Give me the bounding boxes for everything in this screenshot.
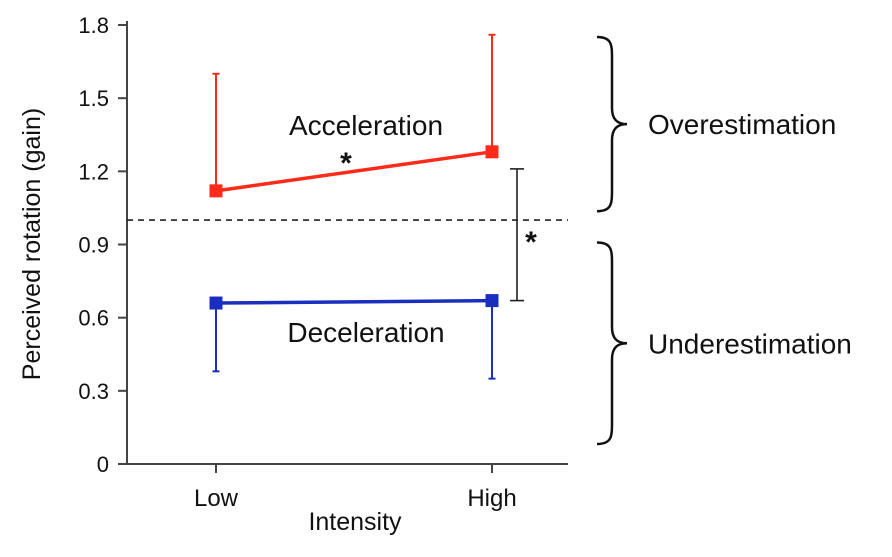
y-tick-label: 0.6	[78, 306, 109, 331]
y-tick-label: 1.8	[78, 13, 109, 38]
underestimation-brace	[596, 241, 628, 446]
x-tick-label: High	[467, 485, 516, 512]
y-tick-label: 1.2	[78, 159, 109, 184]
series-deceleration: Deceleration	[209, 294, 499, 380]
overestimation-label: Overestimation	[648, 109, 836, 140]
y-tick-label: 0.3	[78, 379, 109, 404]
data-point	[485, 145, 499, 159]
series-line	[215, 298, 493, 305]
y-tick-label: 1.5	[78, 86, 109, 111]
significance-star: *	[340, 147, 352, 180]
series-acceleration: Acceleration	[209, 33, 499, 198]
x-axis-title: Intensity	[308, 508, 402, 536]
series-label: Deceleration	[287, 317, 444, 348]
series-line	[215, 150, 493, 193]
underestimation-label: Underestimation	[648, 328, 852, 359]
overestimation-brace	[596, 35, 628, 213]
data-point	[209, 184, 223, 198]
y-axis-title: Perceived rotation (gain)	[18, 108, 46, 380]
y-tick-label: 0.9	[78, 233, 109, 258]
series-label: Acceleration	[289, 110, 443, 141]
x-tick-label: Low	[194, 485, 239, 512]
significance-star: *	[525, 226, 537, 259]
data-point	[485, 294, 499, 308]
data-point	[209, 296, 223, 310]
y-tick-label: 0	[97, 452, 109, 477]
